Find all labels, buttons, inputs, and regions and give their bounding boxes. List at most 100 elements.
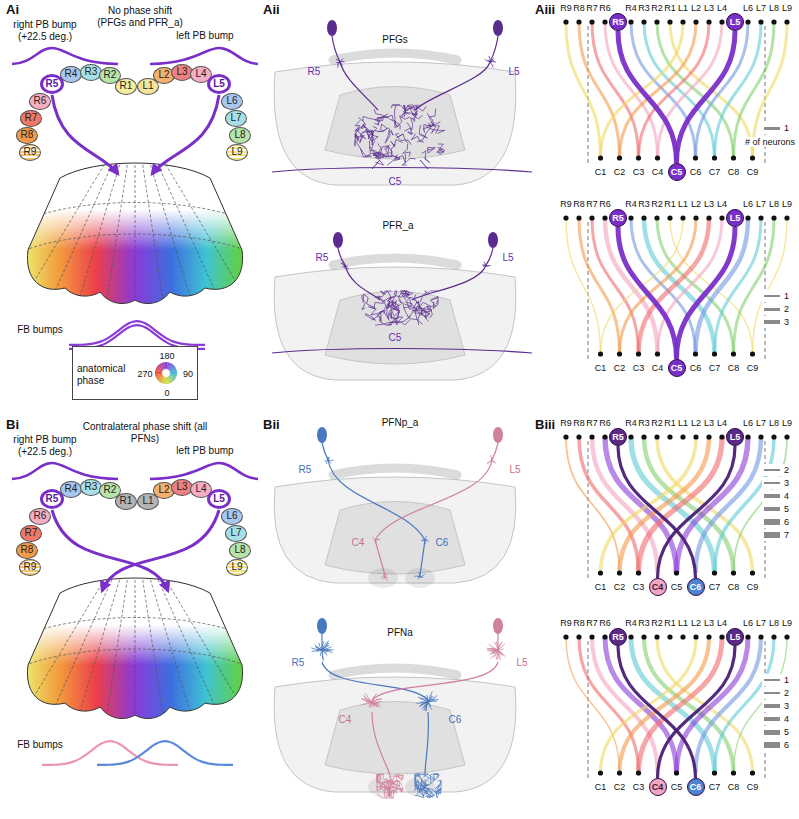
node-label: L5 — [730, 214, 741, 223]
highlight-circle: C6 — [687, 578, 705, 596]
neuron-arbor — [422, 539, 425, 540]
neuron-arbor — [492, 460, 496, 463]
neuron-arbor — [379, 115, 394, 121]
projection-matrix — [563, 434, 789, 580]
phase-value: 180 — [159, 351, 174, 361]
neuron-arbor — [492, 649, 498, 651]
text-label: C9 — [747, 582, 759, 592]
neuron-arbor — [433, 774, 440, 780]
neuron-arbor — [433, 790, 439, 798]
text-label: R9 — [560, 199, 572, 209]
legend-line-sample — [764, 507, 780, 512]
neuron-arbor — [421, 540, 425, 542]
text-label: R9 — [560, 418, 572, 428]
neuron-arbor — [486, 648, 498, 650]
column-dot — [598, 351, 603, 356]
highlight-circle: R5 — [609, 628, 627, 646]
pb-fb-schematic — [11, 48, 259, 349]
phase-value: 90 — [183, 369, 193, 379]
glomerulus: R1 — [115, 78, 137, 95]
node-label: C4 — [652, 583, 664, 592]
fb-column-line — [163, 575, 259, 735]
legend-line-sample — [764, 730, 780, 735]
text-label: R1 — [664, 618, 676, 628]
neuron-fiber — [412, 248, 493, 300]
neuron-arbor — [395, 293, 410, 297]
legend-line-sample — [764, 482, 780, 485]
neuron-arbor — [422, 695, 428, 702]
highlight-circle: L5 — [726, 209, 744, 227]
glomerulus-dot — [667, 634, 672, 639]
legend-value: 7 — [784, 530, 789, 540]
column-dot — [617, 570, 622, 575]
brain-outline — [274, 677, 516, 792]
legend-value: 2 — [784, 688, 789, 698]
neuron-arbor — [384, 312, 392, 320]
neuron-arbor — [396, 775, 403, 784]
neuron-arbor — [327, 460, 328, 464]
wheel-segment — [167, 363, 171, 370]
text-label: R6 — [599, 418, 611, 428]
text-label: C2 — [614, 582, 626, 592]
glomerulus-dot — [667, 434, 672, 439]
pb-bump-curve — [150, 463, 258, 479]
text-label: L6 — [743, 418, 753, 428]
neuron-arbor — [368, 307, 384, 315]
text-label: L6 — [743, 199, 753, 209]
neuron-arbor — [370, 702, 372, 708]
legend-value: 6 — [784, 740, 789, 750]
neuron-fiber — [372, 662, 498, 700]
neuron-arbor — [428, 695, 437, 702]
text-label: C9 — [747, 167, 759, 177]
text-label: R1 — [664, 199, 676, 209]
neuron-arbor — [312, 650, 322, 652]
glomerulus-dot — [771, 19, 776, 24]
column-dot — [693, 155, 698, 160]
legend-line-sample — [764, 295, 780, 297]
pb-fb-schematic — [11, 463, 259, 765]
text-label: R8 — [573, 199, 585, 209]
text-label: C8 — [728, 782, 740, 792]
text-label: L3 — [704, 418, 714, 428]
fb-outline — [27, 163, 242, 304]
column-dot — [731, 570, 736, 575]
neuron-arbor — [425, 536, 427, 540]
node-label: L2 — [158, 70, 169, 80]
protocerebral-bridge — [333, 258, 457, 265]
neuron-arbor — [430, 108, 436, 125]
node-label: R8 — [21, 545, 34, 555]
node-label: L2 — [158, 485, 169, 495]
neuron-arbor — [410, 105, 418, 116]
projection-connector — [677, 227, 736, 359]
neuron-arbor — [362, 702, 372, 705]
neuron-arbor — [385, 577, 389, 578]
text-label: C4 — [352, 537, 365, 549]
glomerulus-dot — [563, 19, 568, 24]
text-label: L9 — [782, 199, 792, 209]
projection-band — [677, 437, 749, 573]
neuron-arbor — [421, 312, 430, 319]
node-label: L6 — [226, 511, 237, 521]
node-label: L9 — [231, 147, 242, 157]
highlight-circle: R5 — [609, 428, 627, 446]
highlight-circle: L5 — [726, 628, 744, 646]
neuron-arbor — [415, 774, 421, 778]
projection-band — [677, 637, 749, 773]
glomerulus-dot — [628, 634, 633, 639]
fb-layer-line — [20, 234, 250, 252]
neuron-arbor — [415, 792, 424, 798]
node-label: L1 — [142, 81, 153, 91]
neuron-arbor — [362, 699, 372, 702]
legend-entry: 5 — [762, 726, 791, 738]
text-label: L3 — [704, 199, 714, 209]
neuron-arbor — [404, 298, 412, 306]
node-label: L5 — [213, 494, 225, 504]
wheel-segment — [156, 368, 163, 372]
neuron-fiber — [322, 443, 425, 575]
text-label: R9 — [560, 618, 572, 628]
legend-line-sample — [764, 717, 780, 721]
fb-layer-line — [20, 649, 250, 667]
glomerulus-dot — [758, 19, 763, 24]
neuron-arbor — [322, 650, 329, 652]
projection-connector — [618, 31, 677, 163]
